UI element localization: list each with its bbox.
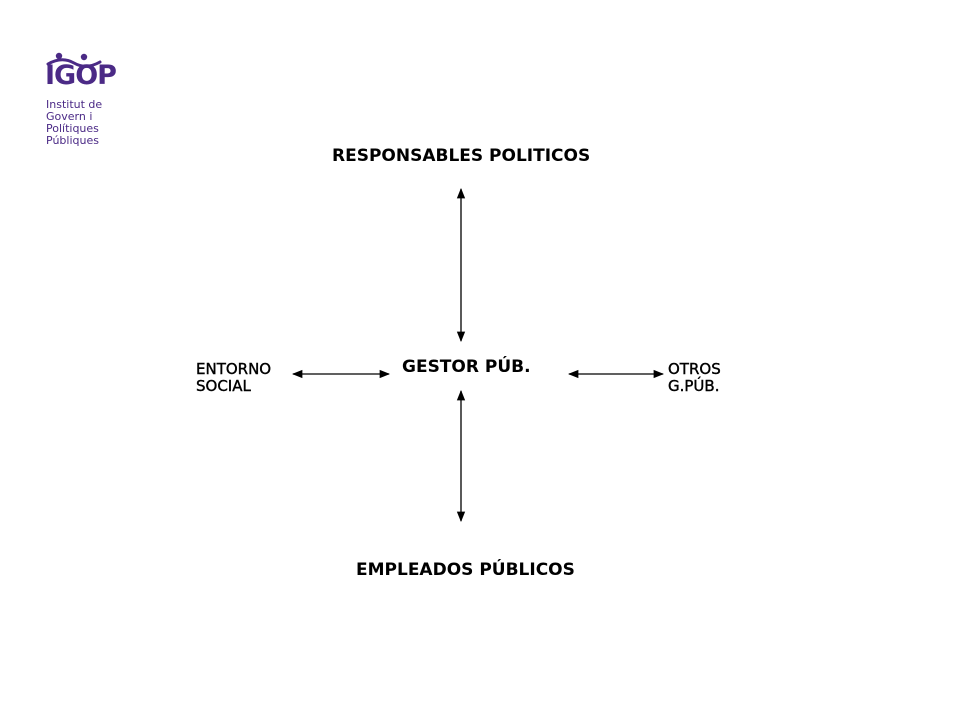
igop-logo: IGOP Institut de Govern i Polítiques Púb… <box>44 50 124 150</box>
node-otros-gpub: OTROS G.PÚB. <box>668 360 721 396</box>
logo-figure-icon <box>46 52 102 68</box>
node-entorno-social-line-1: ENTORNO <box>196 360 272 378</box>
logo-line-2: Govern i <box>46 110 93 123</box>
logo-line-4: Públiques <box>46 134 99 147</box>
node-responsables-politicos: RESPONSABLES POLITICOS <box>332 146 591 166</box>
logo-acronym: IGOP <box>45 60 117 91</box>
node-entorno-social: ENTORNO SOCIAL <box>196 360 272 396</box>
node-otros-gpub-line-1: OTROS <box>668 360 721 378</box>
node-otros-gpub-line-2: G.PÚB. <box>668 377 720 396</box>
logo-line-1: Institut de <box>46 98 103 111</box>
logo-line-3: Polítiques <box>46 122 99 135</box>
node-entorno-social-line-2: SOCIAL <box>196 377 251 396</box>
node-empleados-publicos: EMPLEADOS PÚBLICOS <box>356 560 575 580</box>
node-gestor-publico: GESTOR PÚB. <box>402 357 531 377</box>
